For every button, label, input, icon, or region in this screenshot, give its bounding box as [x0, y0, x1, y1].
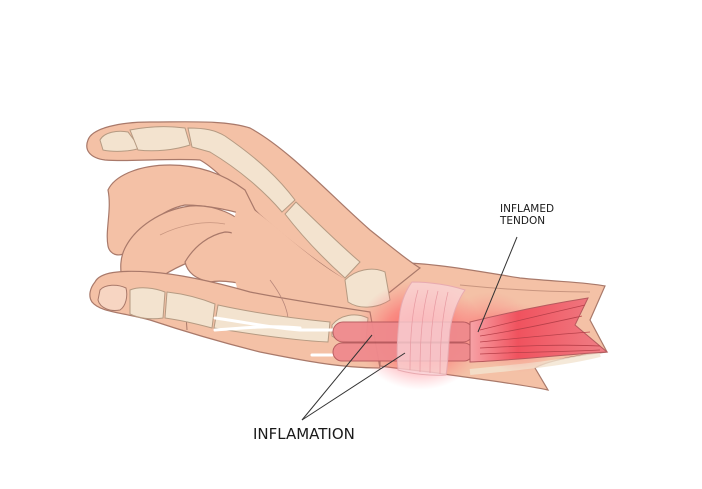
inflamed-tendon-label: INFLAMED TENDON	[500, 203, 555, 228]
forearm-muscle	[469, 297, 609, 363]
thumb-tendons	[213, 316, 337, 357]
leader-lines	[301, 236, 518, 421]
ligament-band	[396, 281, 466, 376]
inflammation-label: INFLAMATION	[253, 425, 355, 443]
bones	[99, 126, 391, 343]
